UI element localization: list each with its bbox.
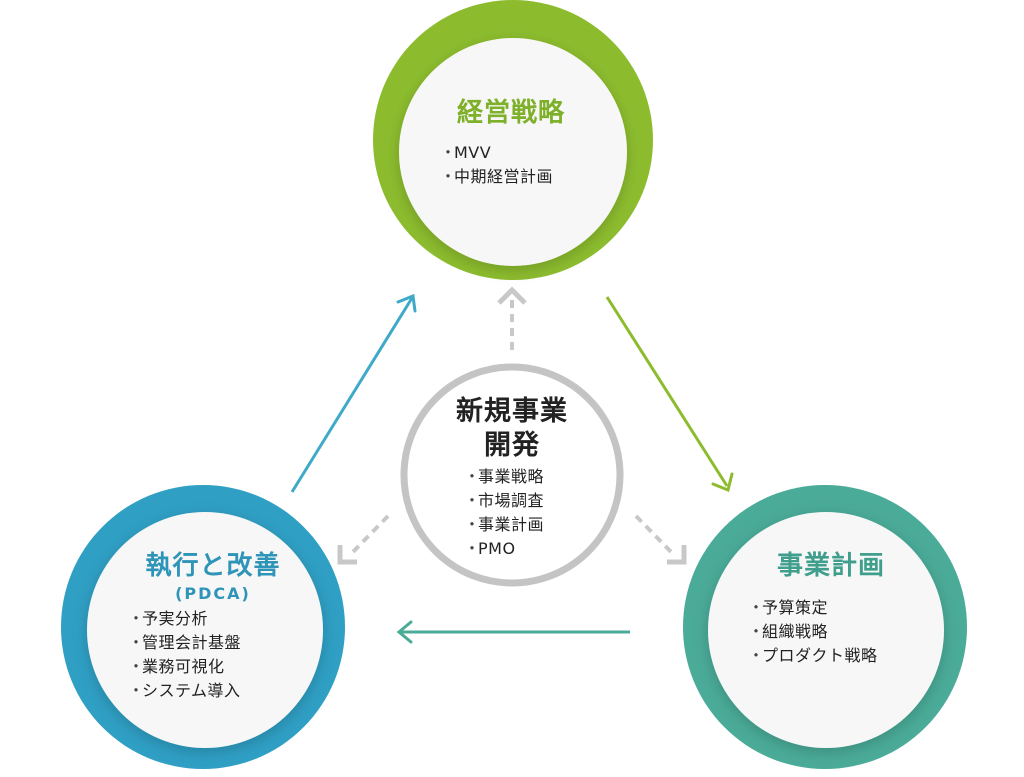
execution-subtitle: (PDCA) — [175, 584, 251, 603]
arrow-strategy-to-plan — [605, 296, 734, 493]
execution-disc — [87, 512, 323, 748]
list-item: ・管理会計基盤 — [128, 633, 242, 652]
dashed-arrow-left — [337, 514, 390, 565]
list-item: ・事業計画 — [464, 515, 545, 534]
arrow-plan-to-execution — [396, 620, 630, 644]
strategy-list: ・MVV ・中期経営計画 — [440, 141, 590, 189]
list-item: ・組織戦略 — [748, 622, 829, 641]
strategy-text: 経営戦略 ・MVV ・中期経営計画 — [440, 92, 590, 189]
list-item: ・業務可視化 — [128, 657, 225, 676]
arrow-execution-to-strategy — [290, 293, 417, 493]
plan-text: 事業計画 ・予算策定 ・組織戦略 ・プロダクト戦略 — [748, 545, 928, 668]
list-item: ・市場調査 — [464, 491, 545, 510]
list-item: ・中期経営計画 — [440, 167, 554, 186]
execution-title: 執行と改善 — [145, 551, 281, 581]
list-item: ・MVV — [440, 143, 492, 162]
list-item: ・予実分析 — [128, 609, 209, 628]
list-item: ・システム導入 — [128, 681, 241, 700]
list-item: ・プロダクト戦略 — [748, 646, 878, 665]
dashed-arrow-right — [634, 514, 687, 565]
strategy-title: 経営戦略 — [456, 98, 565, 128]
dashed-arrow-up — [497, 286, 527, 350]
center-list: ・事業戦略 ・市場調査 ・事業計画 ・PMO — [464, 465, 582, 561]
plan-node — [683, 485, 967, 769]
list-item: ・予算策定 — [748, 598, 829, 617]
execution-node — [61, 485, 345, 769]
plan-title: 事業計画 — [776, 551, 885, 581]
center-text: 新規事業 開発 ・事業戦略 ・市場調査 ・事業計画 ・PMO — [442, 395, 582, 561]
center-title-line1: 新規事業 — [456, 396, 568, 427]
list-item: ・事業戦略 — [464, 467, 545, 486]
strategy-node — [373, 0, 653, 280]
center-title-line2: 開発 — [484, 430, 540, 461]
list-item: ・PMO — [464, 539, 516, 558]
execution-list: ・予実分析 ・管理会計基盤 ・業務可視化 ・システム導入 — [128, 607, 298, 703]
execution-text: 執行と改善 (PDCA) ・予実分析 ・管理会計基盤 ・業務可視化 ・システム導… — [128, 545, 298, 703]
strategy-disc — [399, 38, 627, 266]
center-circle — [400, 363, 624, 587]
plan-list: ・予算策定 ・組織戦略 ・プロダクト戦略 — [748, 596, 928, 668]
plan-disc — [708, 512, 944, 748]
